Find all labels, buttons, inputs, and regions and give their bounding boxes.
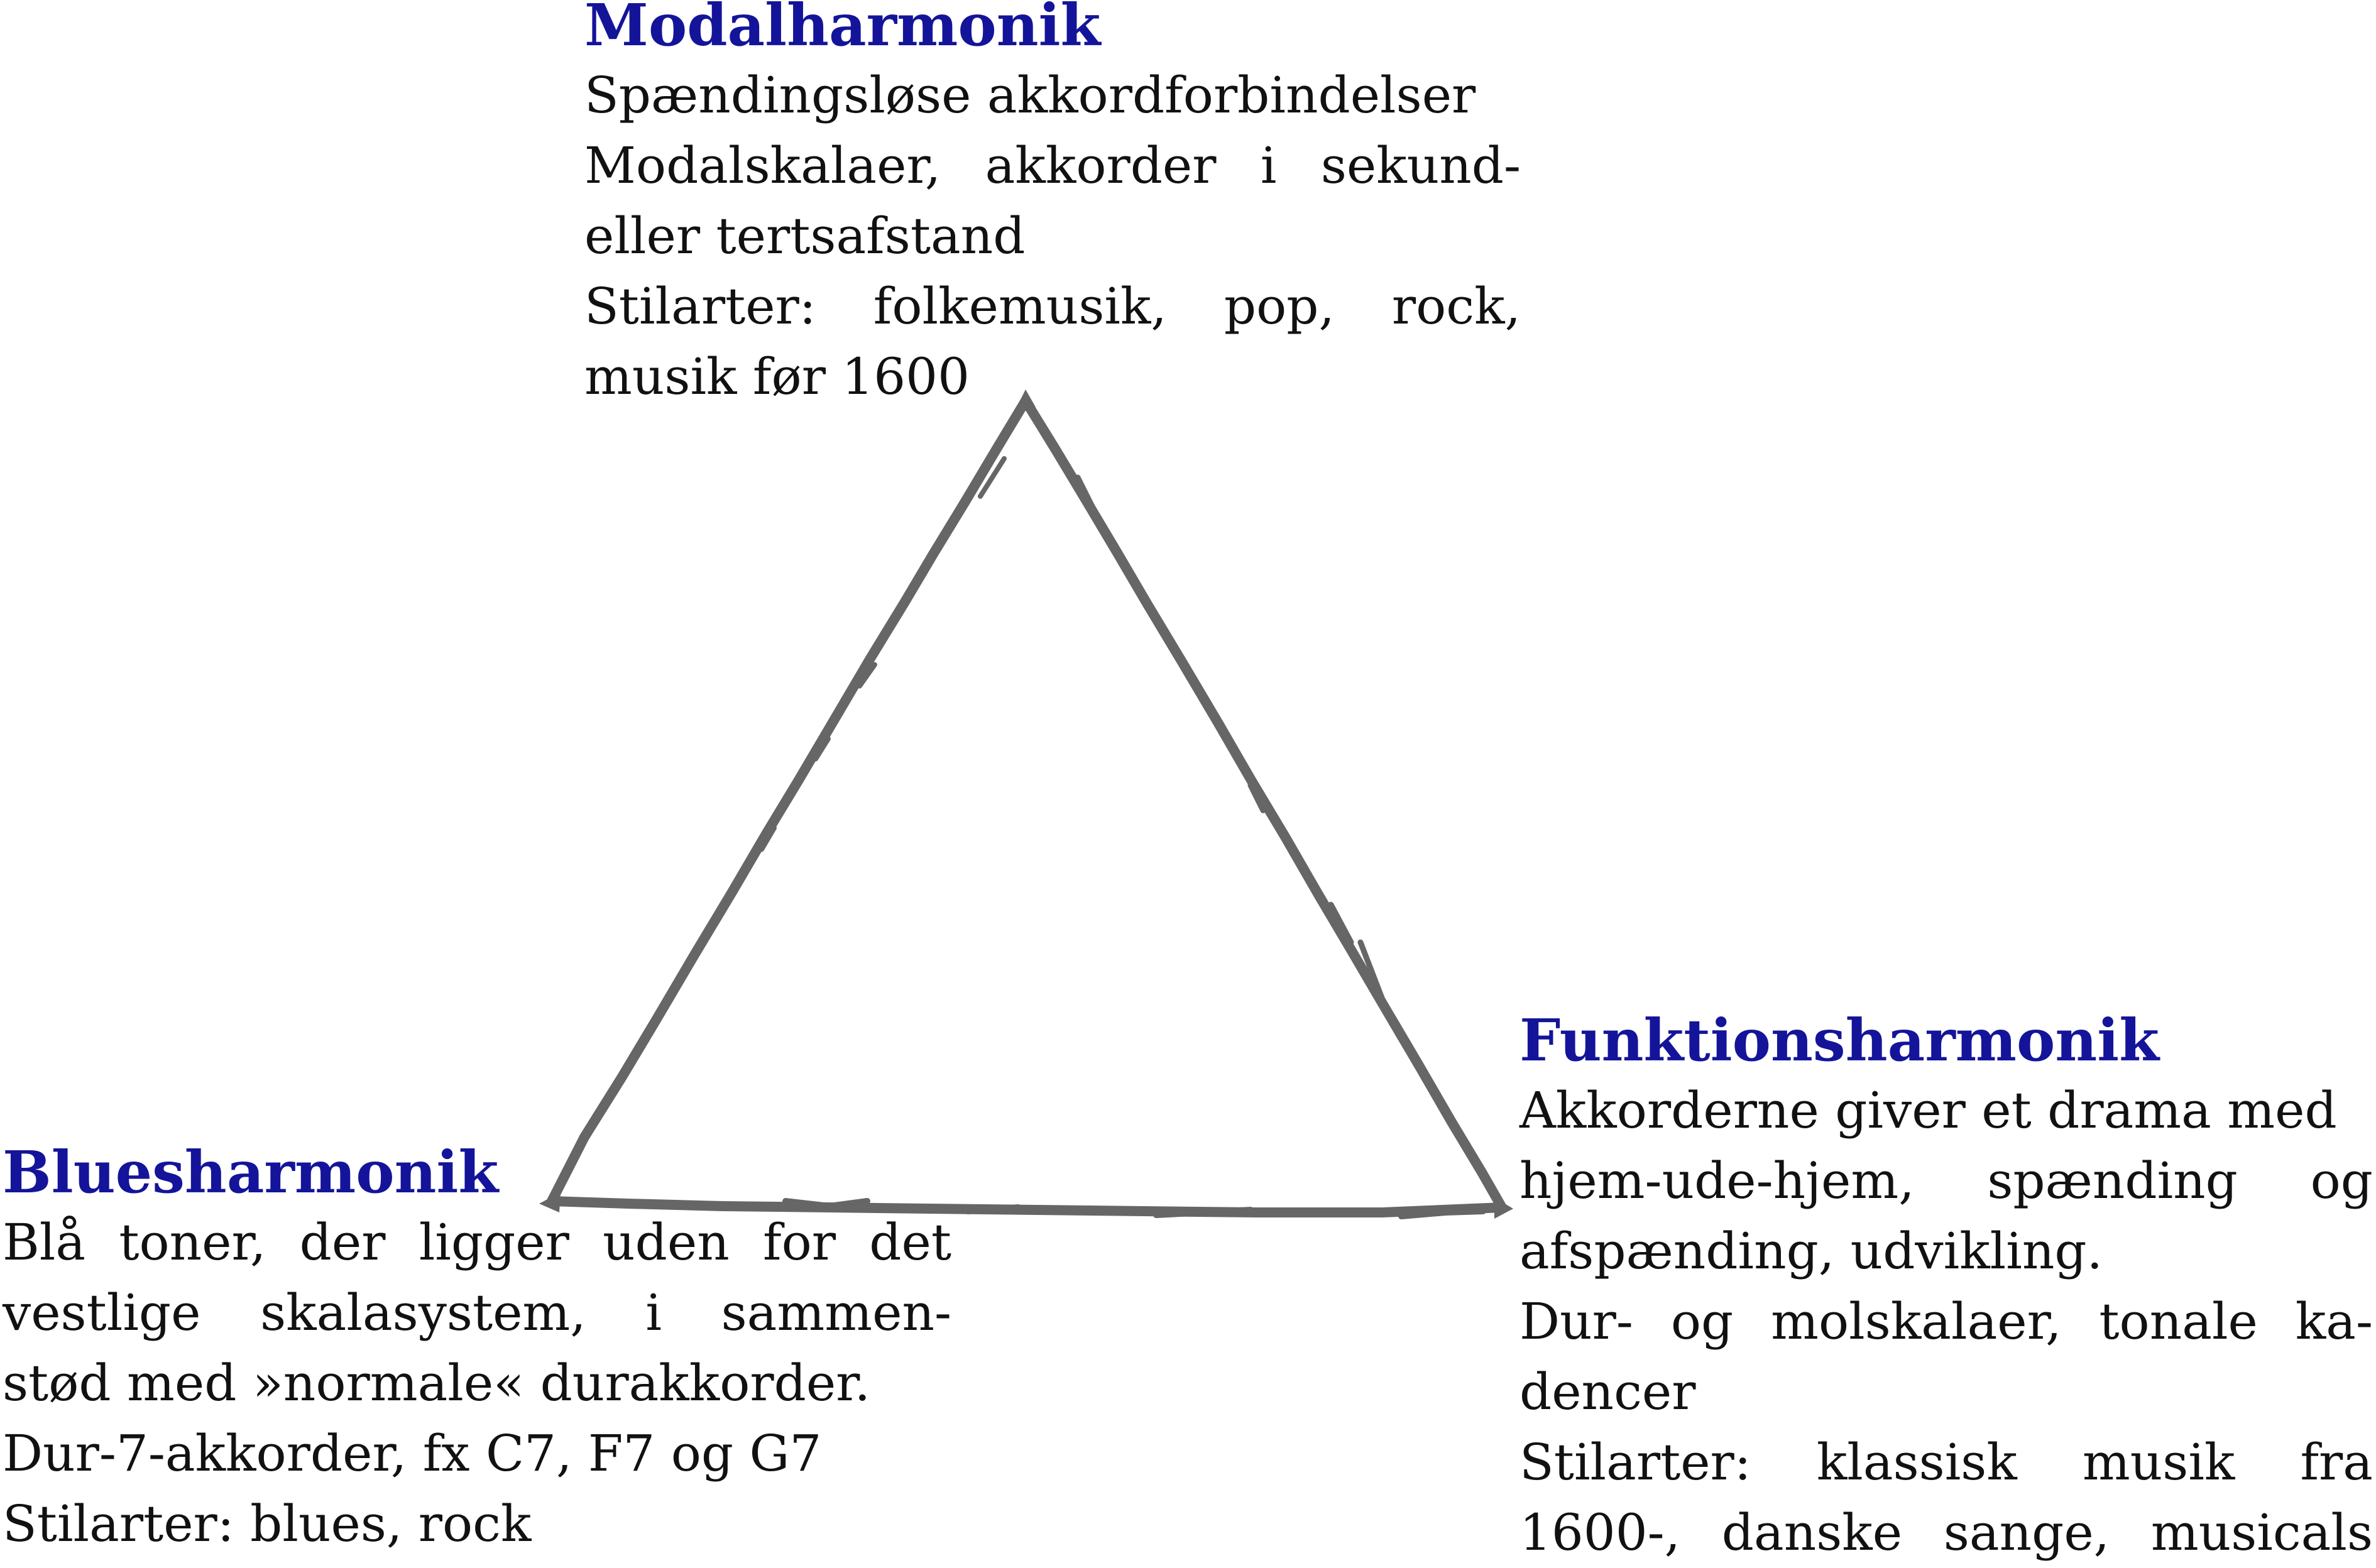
funk-line-6: Stilarter: klassisk musik fra xyxy=(1519,1433,2373,1491)
blues-line-4: Dur-7-akkorder, fx C7, F7 og G7 xyxy=(3,1424,822,1483)
triangle-corner-left xyxy=(539,1192,561,1212)
blues-line-2: vestlige skalasystem, i sammen- xyxy=(3,1283,951,1342)
funktionsharmonik-title: Funktionsharmonik xyxy=(1519,1006,2159,1074)
funk-line-4: Dur- og molskalaer, tonale ka- xyxy=(1519,1292,2373,1351)
funk-line-1: Akkorderne giver et drama med xyxy=(1519,1081,2337,1140)
modal-line-2: Modalskalaer, akkorder i sekund- xyxy=(584,136,1521,195)
modal-line-4: Stilarter: folkemusik, pop, rock, xyxy=(584,277,1521,335)
funk-line-5: dencer xyxy=(1519,1363,1696,1421)
modal-line-3: eller tertsafstand xyxy=(584,207,1026,265)
blues-line-3: stød med »normale« durakkorder. xyxy=(3,1354,871,1412)
blues-line-1: Blå toner, der ligger uden for det xyxy=(3,1213,951,1271)
modalharmonik-block: Modalharmonik Spændingsløse akkordforbin… xyxy=(584,0,1521,412)
triangle-corner-right xyxy=(1494,1197,1513,1219)
funktionsharmonik-block: Funktionsharmonik Akkorderne giver et dr… xyxy=(1519,1005,2373,1568)
bluesharmonik-title: Bluesharmonik xyxy=(3,1138,499,1206)
triangle-corner-top xyxy=(1017,389,1036,407)
funk-line-7: 1600-, danske sange, musicals xyxy=(1519,1503,2373,1562)
funk-line-3: afspænding, udvikling. xyxy=(1519,1222,2103,1280)
modal-line-1: Spændingsløse akkordforbindelser xyxy=(584,66,1476,124)
funk-line-2: hjem-ude-hjem, spænding og xyxy=(1519,1152,2373,1210)
blues-line-5: Stilarter: blues, rock xyxy=(3,1494,532,1553)
triangle-edge-left xyxy=(547,396,1031,1206)
modalharmonik-title: Modalharmonik xyxy=(584,0,1101,59)
bluesharmonik-block: Bluesharmonik Blå toner, der ligger uden… xyxy=(3,1137,951,1559)
modal-line-5: musik før 1600 xyxy=(584,347,970,406)
